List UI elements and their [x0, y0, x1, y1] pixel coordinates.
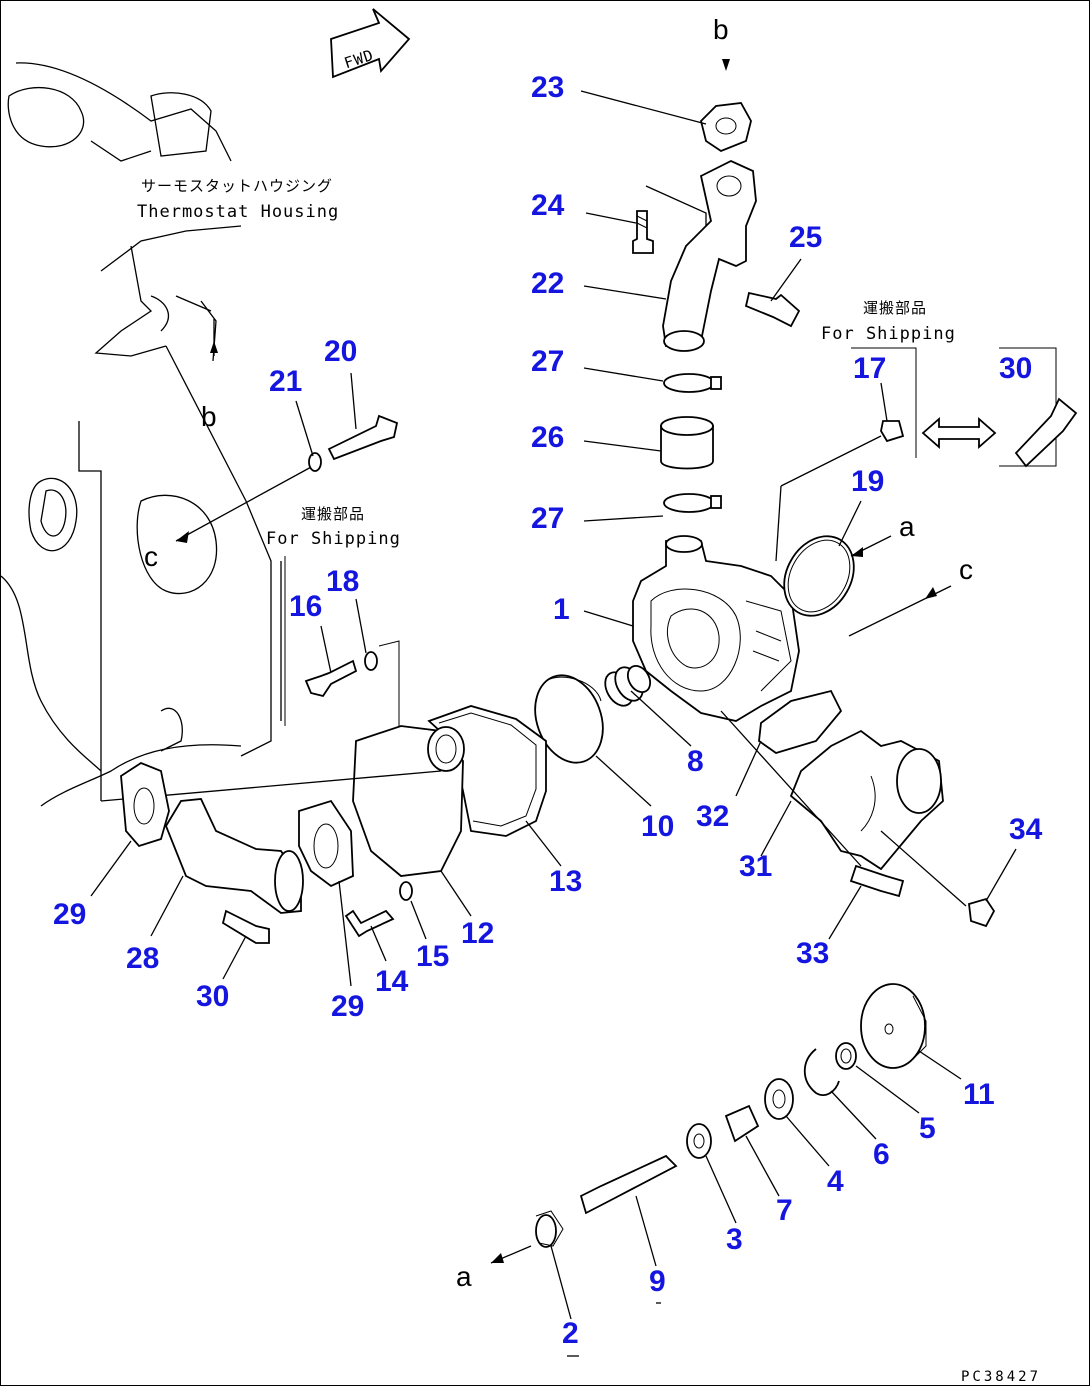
callout-15: 15	[416, 940, 449, 973]
callout-13: 13	[549, 865, 582, 898]
callout-3: 3	[726, 1223, 743, 1256]
callout-30-right: 30	[999, 352, 1032, 385]
water-elbow-22	[662, 160, 757, 352]
callout-4: 4	[827, 1165, 844, 1198]
flange-2	[535, 1210, 564, 1248]
gasket-23	[700, 102, 752, 153]
snap-ring-6	[803, 1048, 840, 1096]
ref-c-left: c	[144, 541, 158, 572]
bearing-3	[686, 1123, 712, 1159]
plug-34	[968, 897, 996, 928]
callout-32: 32	[696, 800, 729, 833]
plug-17	[880, 420, 905, 443]
leader-lines	[90, 90, 1017, 1357]
callout-10: 10	[641, 810, 674, 843]
callout-18: 18	[326, 565, 359, 598]
clamp-27-upper	[663, 373, 722, 393]
callout-33: 33	[796, 937, 829, 970]
gasket-32	[758, 689, 843, 754]
shaft-9	[579, 1154, 678, 1215]
shipping-label-en-right: For Shipping	[821, 324, 956, 344]
callout-25: 25	[789, 221, 822, 254]
bolt-16	[304, 659, 358, 698]
seal-8	[604, 664, 652, 707]
callout-29-right: 29	[331, 990, 364, 1023]
spacer-7	[724, 1104, 760, 1143]
callout-22: 22	[531, 267, 564, 300]
ref-a-right: a	[899, 511, 915, 542]
ref-c-right: c	[959, 554, 973, 585]
shipping-label-jp-left: 運搬部品	[301, 505, 365, 523]
callout-23: 23	[531, 71, 564, 104]
cover-10	[534, 674, 604, 764]
bolt-14	[344, 909, 395, 938]
bolt-24	[632, 210, 654, 254]
impeller-11	[860, 983, 927, 1069]
hose-26	[660, 416, 714, 470]
water-pump-body-1	[632, 535, 800, 722]
bolt-25	[744, 291, 801, 328]
callout-17: 17	[853, 352, 886, 385]
bolt-33	[849, 864, 905, 898]
outlet-pipe-31	[789, 729, 944, 871]
callout-5: 5	[919, 1112, 936, 1145]
callout-29-left: 29	[53, 898, 86, 931]
o-ring-19	[783, 535, 855, 617]
callout-27-lower: 27	[531, 502, 564, 535]
ref-b-left: b	[201, 401, 217, 432]
shipping-label-en-left: For Shipping	[266, 529, 401, 549]
callout-7: 7	[776, 1194, 793, 1227]
callout-12: 12	[461, 917, 494, 950]
callout-31: 31	[739, 850, 772, 883]
callout-6: 6	[873, 1138, 890, 1171]
callout-30-left: 30	[196, 980, 229, 1013]
thermostat-label-jp: サーモスタットハウジング	[141, 177, 333, 195]
gasket-29-right	[298, 799, 354, 888]
callout-21: 21	[269, 365, 302, 398]
engine-block-outline	[1, 62, 282, 807]
ref-a-bottom: a	[456, 1261, 472, 1292]
seal-5	[835, 1042, 857, 1070]
bolt-30-right	[1014, 397, 1078, 468]
callout-14: 14	[375, 965, 409, 998]
pipe-28	[164, 798, 304, 914]
document-id: PC38427	[961, 1369, 1041, 1385]
bolt-20	[327, 414, 399, 461]
bearing-4	[764, 1078, 794, 1120]
shipping-label-jp-right: 運搬部品	[863, 299, 927, 317]
callout-24: 24	[531, 189, 565, 222]
callout-8: 8	[687, 745, 704, 778]
callout-11: 11	[963, 1078, 995, 1111]
washer-21	[308, 452, 322, 472]
callout-34: 34	[1009, 813, 1043, 846]
callout-16: 16	[289, 590, 322, 623]
double-arrow-icon	[921, 417, 997, 449]
callout-1: 1	[553, 593, 570, 626]
callout-2: 2	[562, 1317, 579, 1350]
cover-12	[352, 725, 465, 877]
thermostat-label-en: Thermostat Housing	[137, 202, 339, 222]
callout-27-upper: 27	[531, 345, 564, 378]
callout-28: 28	[126, 942, 159, 975]
callout-26: 26	[531, 421, 564, 454]
washer-15	[399, 881, 413, 901]
clamp-27-lower	[663, 493, 722, 513]
callouts: 1 2 3 4 5 6 7 8 9 10 11 12 13 14 15 16 1…	[53, 71, 1043, 1350]
gasket-29-left	[120, 761, 170, 848]
callout-19: 19	[851, 465, 884, 498]
callout-9: 9	[649, 1265, 666, 1298]
ref-b-top: b	[713, 14, 729, 45]
washer-18	[364, 651, 378, 671]
forward-arrow-icon: FWD	[330, 8, 411, 79]
callout-20: 20	[324, 335, 357, 368]
bolt-30-left	[221, 909, 270, 944]
